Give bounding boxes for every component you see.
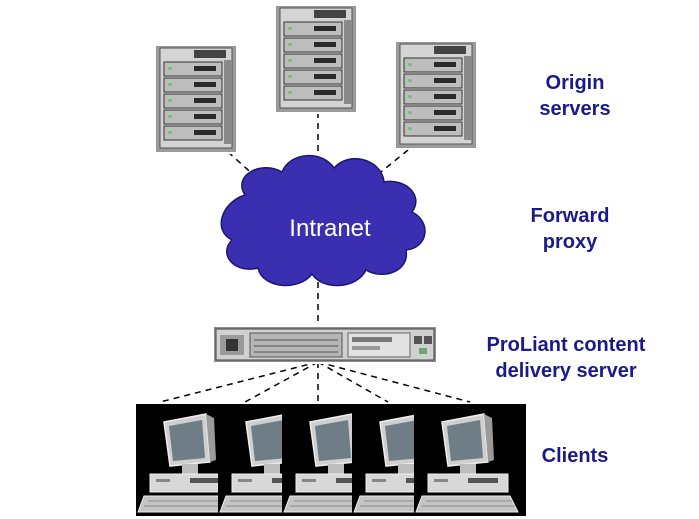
delivery-server-label-line-1: ProLiant content [486, 334, 646, 356]
origin-servers-label-line-1: Origin [545, 72, 605, 94]
proliant-server [214, 326, 436, 364]
server-tower-icon [153, 43, 239, 155]
connector-left-origin [227, 151, 266, 186]
forward-proxy-label: Forward proxy [500, 203, 640, 255]
connector-client-4 [317, 361, 389, 403]
cloud-label: Intranet [289, 215, 371, 242]
origin-servers-label: Origin servers [510, 70, 640, 122]
forward-proxy-label-line-2: proxy [542, 231, 598, 253]
server-tower-icon [393, 39, 479, 151]
origin-server-left [153, 43, 239, 155]
connector-client-5 [317, 361, 471, 403]
desktop-computer-icon [413, 403, 527, 517]
connector-client-1 [159, 361, 319, 403]
origin-servers-label-line-2: servers [539, 98, 611, 120]
clients-label: Clients [520, 443, 630, 469]
intranet-cloud: Intranet [220, 154, 426, 287]
delivery-server-label-line-2: delivery server [495, 360, 637, 382]
forward-proxy-label-line-1: Forward [530, 205, 610, 227]
cloud-icon [220, 154, 426, 287]
delivery-server-label: ProLiant content delivery server [460, 332, 672, 384]
clients-group [135, 403, 527, 517]
origin-server-right [393, 39, 479, 151]
origin-server-center [273, 3, 359, 115]
connector-client-2 [244, 361, 319, 403]
rack-server-icon [214, 326, 436, 364]
server-tower-icon [273, 3, 359, 115]
clients-label-line-1: Clients [541, 445, 609, 467]
